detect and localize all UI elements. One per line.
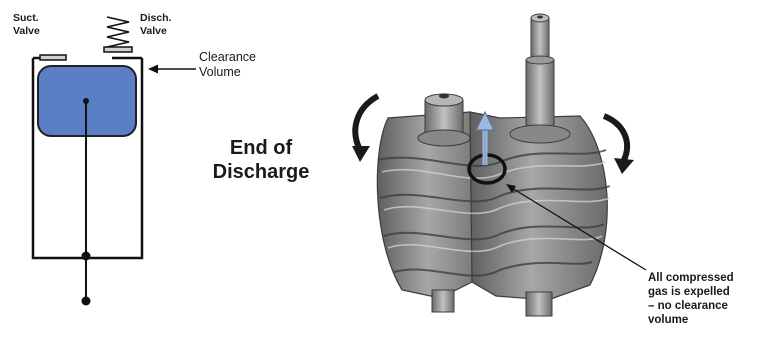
suction-valve-label-line1: Suct. [13,12,40,25]
callout-label-line2: gas is expelled [648,285,734,299]
screw-compressor-illustration [352,14,646,316]
rotation-arrow-left [355,96,378,150]
clearance-volume-label-line2: Volume [199,65,256,80]
suction-valve [40,55,66,60]
discharge-valve-label-line1: Disch. [140,12,172,25]
suction-valve-label: Suct. Valve [13,12,40,38]
clearance-arrow-head [148,65,158,74]
discharge-valve-label-line2: Valve [140,25,172,38]
discharge-valve-label: Disch. Valve [140,12,172,38]
discharge-valve-spring [107,17,129,47]
cylinder-diagram [33,17,196,306]
stage-title-line1: End of [196,136,326,160]
callout-label-line3: – no clearance [648,299,734,313]
callout-label-line4: volume [648,313,734,327]
male-rotor-shaft-collar [510,125,570,143]
callout-label: All compressed gas is expelled – no clea… [648,271,734,327]
male-rotor-drive-shaft [526,60,554,134]
stage-title-line2: Discharge [196,160,326,184]
discharge-valve [104,47,132,52]
clearance-volume-label-line1: Clearance [199,50,256,65]
clearance-volume-label: Clearance Volume [199,50,256,80]
rotation-arrow-right [604,116,627,160]
callout-label-line1: All compressed [648,271,734,285]
stage-title: End of Discharge [196,136,326,184]
suction-valve-label-line2: Valve [13,25,40,38]
female-rotor-lower-shaft [432,290,454,312]
male-rotor-lower-shaft [526,292,552,316]
crank-pin-bottom [82,297,91,306]
